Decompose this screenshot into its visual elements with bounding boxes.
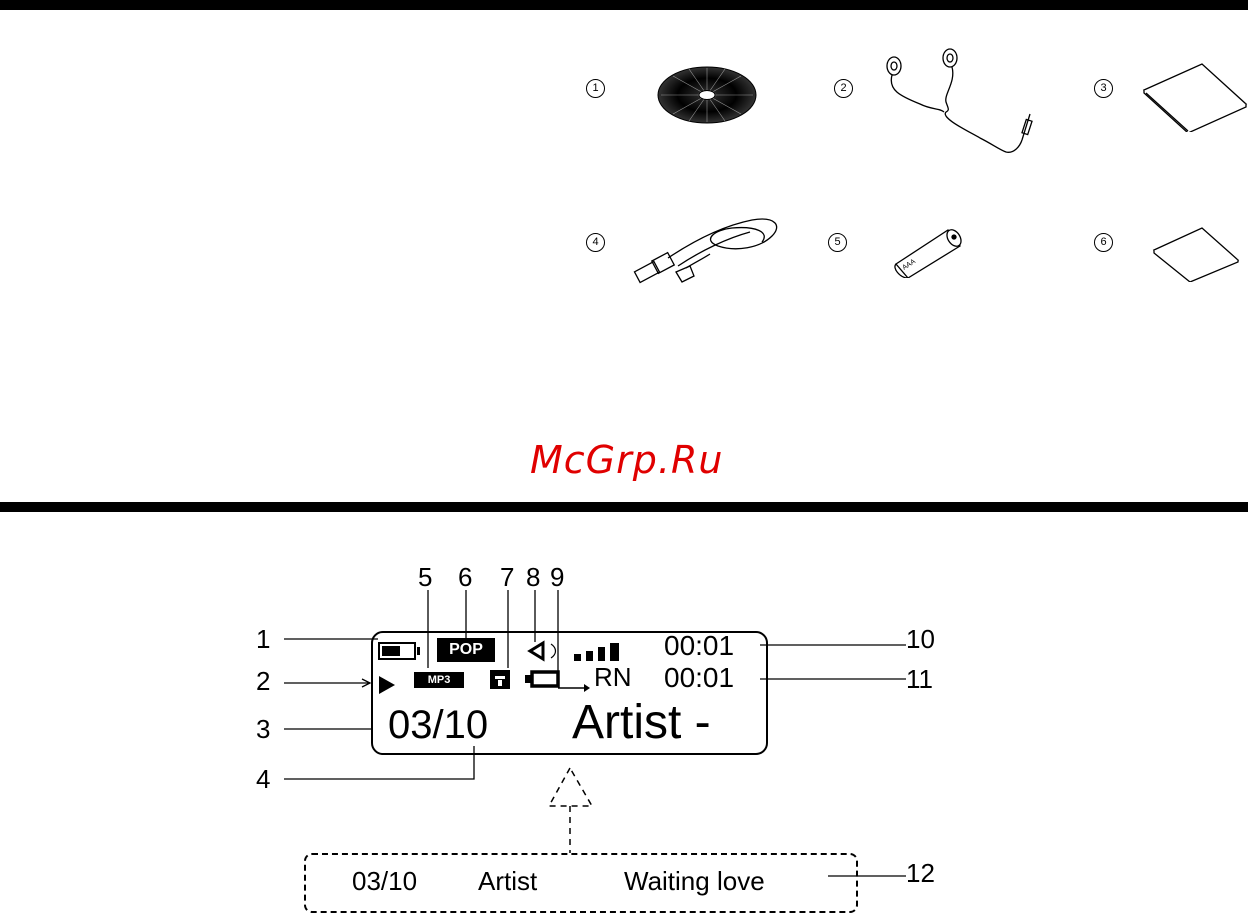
volume-speaker-icon bbox=[527, 640, 571, 662]
track-number: 03/10 bbox=[388, 703, 488, 748]
scroll-line-title: Waiting love bbox=[624, 866, 765, 897]
elapsed-time: 00:01 bbox=[664, 630, 734, 662]
eq-badge: POP bbox=[437, 638, 495, 662]
format-badge: MP3 bbox=[414, 672, 464, 688]
scroll-text: Artist - bbox=[572, 695, 711, 750]
scroll-line-track: 03/10 bbox=[352, 866, 417, 897]
volume-level-icon bbox=[573, 642, 625, 662]
scroll-line-artist: Artist bbox=[478, 866, 537, 897]
repeat-mode: RN bbox=[594, 662, 632, 693]
repeat-icon bbox=[522, 668, 592, 694]
play-icon bbox=[377, 674, 397, 696]
lock-icon bbox=[489, 668, 511, 690]
battery-level-icon bbox=[378, 642, 416, 660]
total-time: 00:01 bbox=[664, 662, 734, 694]
